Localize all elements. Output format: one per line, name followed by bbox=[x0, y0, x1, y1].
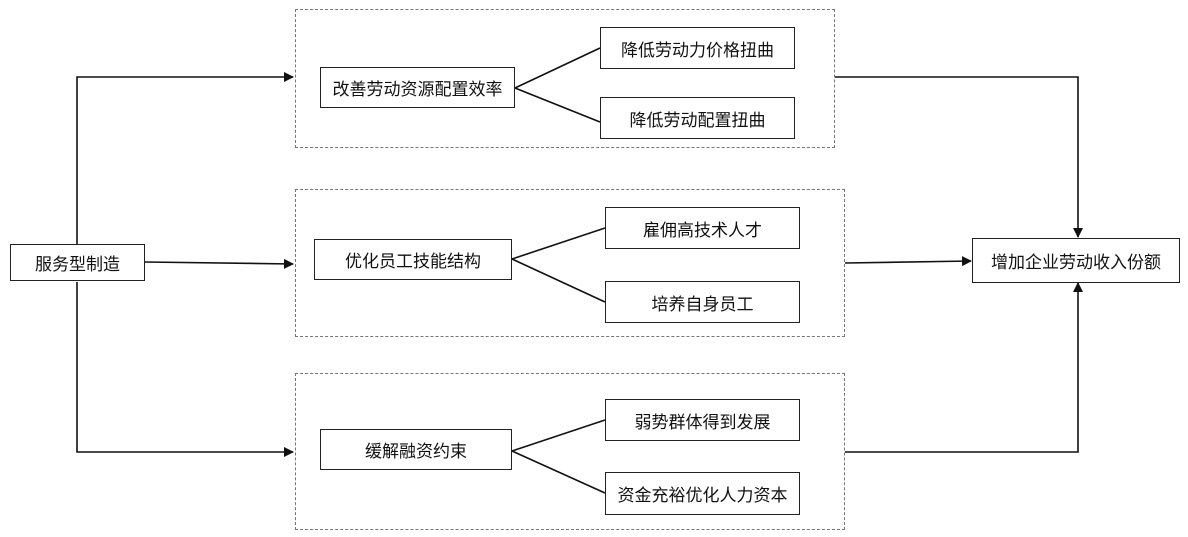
group-1-frame bbox=[295, 9, 835, 148]
group-2-frame bbox=[295, 189, 845, 337]
outcome-node-2a: 雇佣高技术人才 bbox=[605, 207, 800, 249]
group-1-to-target-arrow bbox=[835, 76, 1083, 238]
fan-line-3b bbox=[511, 450, 606, 494]
group-3-to-target-arrow bbox=[845, 282, 1083, 453]
source-to-group-3-arrow bbox=[76, 282, 294, 457]
outcome-node-1b: 降低劳动配置扭曲 bbox=[600, 97, 795, 139]
source-to-group-2-arrow bbox=[144, 258, 294, 269]
outcome-node-1a: 降低劳动力价格扭曲 bbox=[600, 27, 795, 69]
outcome-node-3a: 弱势群体得到发展 bbox=[605, 399, 800, 441]
fan-line-2b bbox=[511, 258, 606, 303]
target-node: 增加企业劳动收入份额 bbox=[972, 238, 1180, 283]
source-to-group-1-arrow bbox=[76, 72, 294, 244]
mechanism-node-1: 改善劳动资源配置效率 bbox=[320, 67, 515, 108]
source-node: 服务型制造 bbox=[10, 244, 145, 281]
mechanism-node-3: 缓解融资约束 bbox=[320, 429, 512, 470]
fan-line-3a bbox=[511, 419, 606, 452]
group-2-to-target-arrow bbox=[844, 256, 972, 267]
outcome-node-2b: 培养自身员工 bbox=[605, 281, 800, 323]
mechanism-node-2: 优化员工技能结构 bbox=[314, 239, 512, 280]
group-3-frame bbox=[295, 373, 845, 530]
outcome-node-3b: 资金充裕优化人力资本 bbox=[605, 472, 800, 515]
fan-line-1a bbox=[514, 47, 601, 89]
fan-line-1b bbox=[514, 87, 601, 123]
fan-line-2a bbox=[511, 227, 606, 260]
